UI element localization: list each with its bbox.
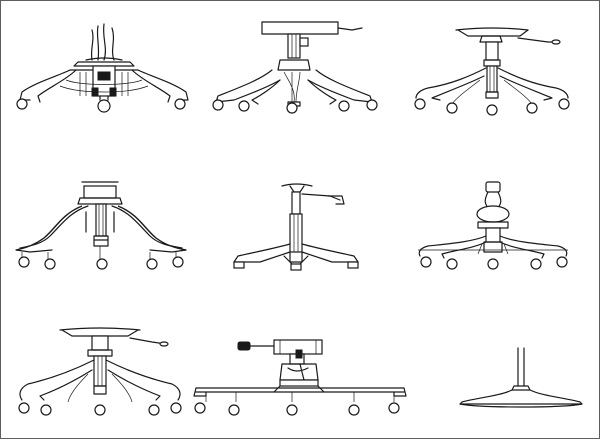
chair-base-turned-pedestal (418, 181, 568, 270)
chair-base-curved-leg-lever-2 (18, 327, 182, 416)
chair-base-gas-lift (233, 183, 359, 271)
chair-base-swept-leg (15, 181, 187, 270)
chair-base-curved-leg-lever (414, 27, 570, 116)
chair-base-heavy-duty (193, 339, 407, 416)
chair-base-carved-pedestal (16, 23, 189, 113)
chair-base-flat-five-star (212, 21, 378, 114)
chair-base-round-disc (459, 347, 583, 408)
